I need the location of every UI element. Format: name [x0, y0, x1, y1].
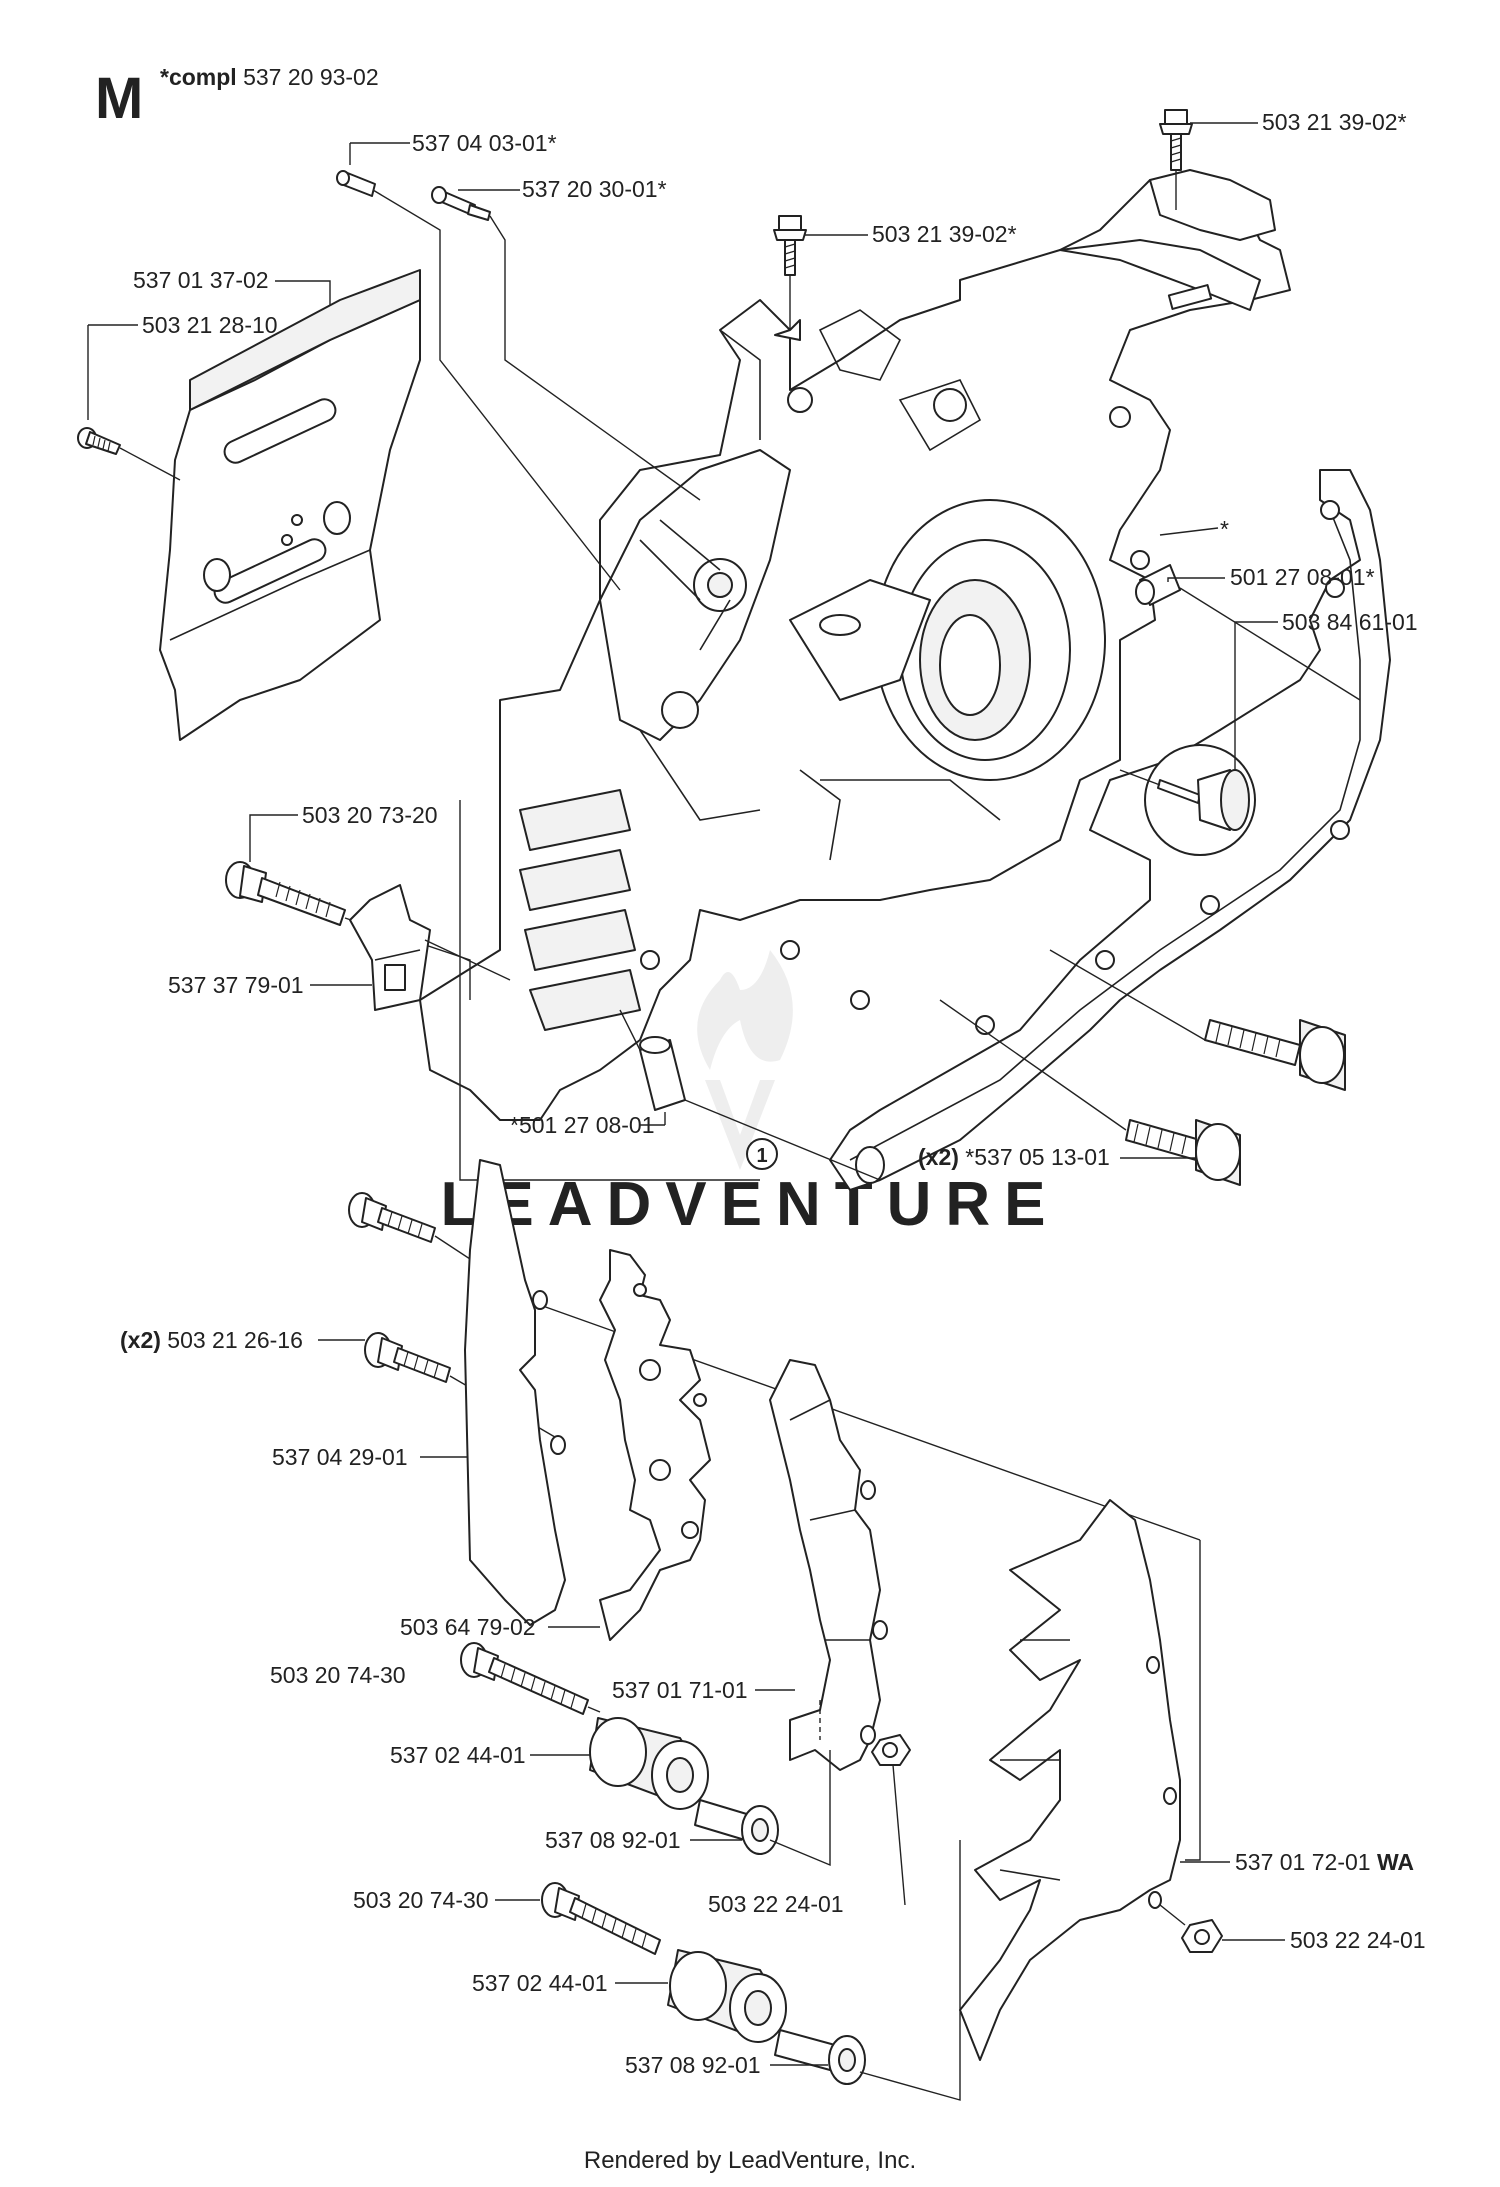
- spacer-537-02-44-01-lower: [667, 1949, 787, 2043]
- label-503-21-39-02-center: 503 21 39-02*: [872, 221, 1017, 247]
- label-503-20-73-20: 503 20 73-20: [302, 802, 438, 828]
- label-537-37-79-01: 537 37 79-01: [168, 972, 304, 998]
- plate-537-04-29-01: [464, 1159, 566, 1626]
- bolt-503-20-74-30-upper: [460, 1642, 589, 1715]
- label-537-08-92-01-upper: 537 08 92-01: [545, 1827, 681, 1853]
- label-537-04-03-01: 537 04 03-01*: [412, 130, 557, 156]
- clamp-537-37-79-01: [349, 884, 431, 1011]
- nut-503-22-24-01-center: [871, 1734, 911, 1766]
- callout-1: 1: [746, 1138, 778, 1170]
- label-537-02-44-01-lower: 537 02 44-01: [472, 1970, 608, 1996]
- pin-537-20-30-01: [431, 186, 491, 221]
- label-asterisk: *: [1220, 516, 1229, 542]
- screw-503-21-39-02-center: [773, 215, 807, 276]
- spike-503-64-79-02: [599, 1249, 711, 1641]
- nut-503-22-24-01-right: [1181, 1919, 1223, 1953]
- assembly-number: *compl 537 20 93-02: [160, 64, 379, 90]
- label-537-20-30-01: 537 20 30-01*: [522, 176, 667, 202]
- svg-text:1: 1: [756, 1145, 767, 1167]
- bolt-503-20-73-20: [225, 861, 346, 926]
- label-503-22-24-01-center: 503 22 24-01: [708, 1891, 844, 1917]
- spike-537-01-72-01: [959, 1499, 1181, 2061]
- label-537-02-44-01-upper: 537 02 44-01: [390, 1742, 526, 1768]
- label-503-84-61-01: 503 84 61-01: [1282, 609, 1418, 635]
- screw-503-21-28-10: [77, 427, 121, 455]
- label-537-04-29-01: 537 04 29-01: [272, 1444, 408, 1470]
- bolt-503-21-26-16-a: [348, 1192, 436, 1243]
- bolt-537-05-13-01-b: [1125, 1119, 1241, 1186]
- label-501-27-08-01-right: 501 27 08-01*: [1230, 564, 1375, 590]
- label-503-21-28-10: 503 21 28-10: [142, 312, 278, 338]
- bushing-537-08-92-01-upper: [694, 1799, 779, 1855]
- bolt-503-21-26-16-b: [364, 1332, 451, 1383]
- footer-credit: Rendered by LeadVenture, Inc.: [584, 2147, 916, 2174]
- chain-guide-plate: [159, 269, 421, 741]
- bushing-537-08-92-01-lower: [774, 2029, 866, 2085]
- section-letter: M: [95, 66, 143, 131]
- label-503-20-74-30-lower: 503 20 74-30: [353, 1887, 489, 1913]
- label-537-01-72-01: 537 01 72-01 WA: [1235, 1849, 1414, 1875]
- spike-537-01-71-01: [769, 1359, 888, 1771]
- label-503-20-74-30-upper: 503 20 74-30: [270, 1662, 406, 1688]
- pin-537-04-03-01: [336, 170, 376, 197]
- plug-503-84-61-01: [1157, 769, 1250, 831]
- label-503-22-24-01-right: 503 22 24-01: [1290, 1927, 1426, 1953]
- label-537-08-92-01-lower: 537 08 92-01: [625, 2052, 761, 2078]
- label-503-21-26-16: (x2) 503 21 26-16: [120, 1327, 303, 1353]
- screw-503-21-39-02-right: [1159, 109, 1193, 171]
- watermark: LEADVENTURE: [440, 950, 1059, 1239]
- label-537-01-71-01: 537 01 71-01: [612, 1677, 748, 1703]
- sleeve-501-27-08-01-right: [1135, 564, 1181, 606]
- sleeve-501-27-08-01-lower: [639, 1036, 686, 1111]
- bolt-537-05-13-01-a: [1204, 1019, 1346, 1091]
- part-labels: 537 04 03-01* 537 20 30-01* 503 21 39-02…: [87, 109, 1426, 2078]
- label-503-64-79-02: 503 64 79-02: [400, 1614, 536, 1640]
- bolt-503-20-74-30-lower: [541, 1882, 661, 1955]
- spacer-537-02-44-01-upper: [589, 1717, 709, 1810]
- crankcase-housing: [419, 169, 1291, 1121]
- label-501-27-08-01-lower: *501 27 08-01: [510, 1112, 655, 1138]
- watermark-text: LEADVENTURE: [440, 1170, 1059, 1239]
- label-537-01-37-02: 537 01 37-02: [133, 267, 269, 293]
- label-537-05-13-01: (x2) *537 05 13-01: [918, 1144, 1110, 1170]
- label-503-21-39-02-right: 503 21 39-02*: [1262, 109, 1407, 135]
